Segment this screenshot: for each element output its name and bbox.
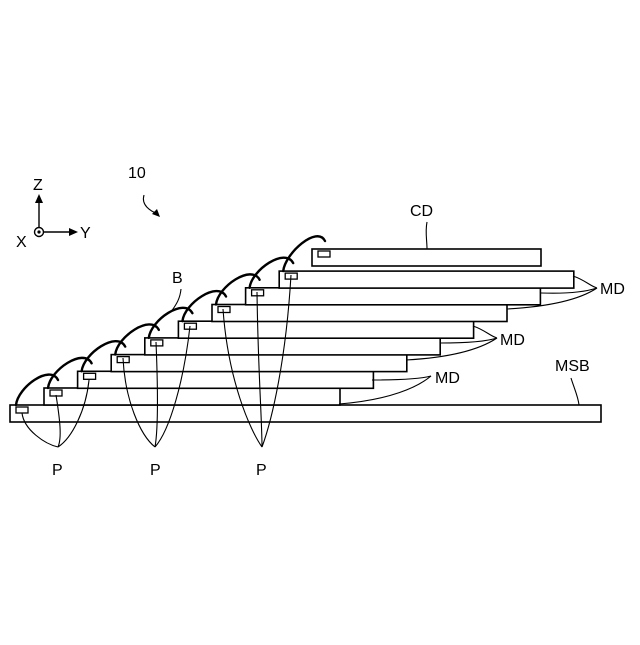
memory-die-label-top: MD bbox=[600, 281, 625, 298]
pad-label-3: P bbox=[256, 462, 267, 479]
memory-die bbox=[178, 321, 473, 338]
bond-pad bbox=[84, 373, 96, 379]
bond-pad bbox=[16, 407, 28, 413]
controller-die bbox=[312, 249, 541, 266]
axis-y-label: Y bbox=[80, 225, 91, 242]
bond-pad bbox=[318, 251, 330, 257]
reference-number: 10 bbox=[128, 165, 146, 182]
controller-die-leader bbox=[426, 222, 427, 249]
bond-wire-label: B bbox=[172, 270, 183, 287]
memory-die-label-middle: MD bbox=[500, 332, 525, 349]
substrate-leader bbox=[571, 378, 579, 405]
memory-die bbox=[44, 388, 340, 405]
axis-indicator: Z Y X bbox=[16, 177, 91, 251]
substrate-label: MSB bbox=[555, 358, 590, 375]
controller-die-label: CD bbox=[410, 203, 433, 220]
memory-die bbox=[212, 305, 507, 322]
memory-die-label-bottom: MD bbox=[435, 370, 460, 387]
axis-z-label: Z bbox=[33, 177, 43, 194]
bond-pad bbox=[218, 307, 230, 313]
pad-label-1: P bbox=[52, 462, 63, 479]
memory-die bbox=[78, 371, 374, 388]
axis-x-label: X bbox=[16, 234, 27, 251]
memory-die bbox=[145, 338, 440, 355]
memory-die bbox=[279, 271, 574, 288]
bond-pad bbox=[252, 290, 264, 296]
memory-substrate bbox=[10, 405, 601, 422]
pad-label-2: P bbox=[150, 462, 161, 479]
bond-pad bbox=[151, 340, 163, 346]
